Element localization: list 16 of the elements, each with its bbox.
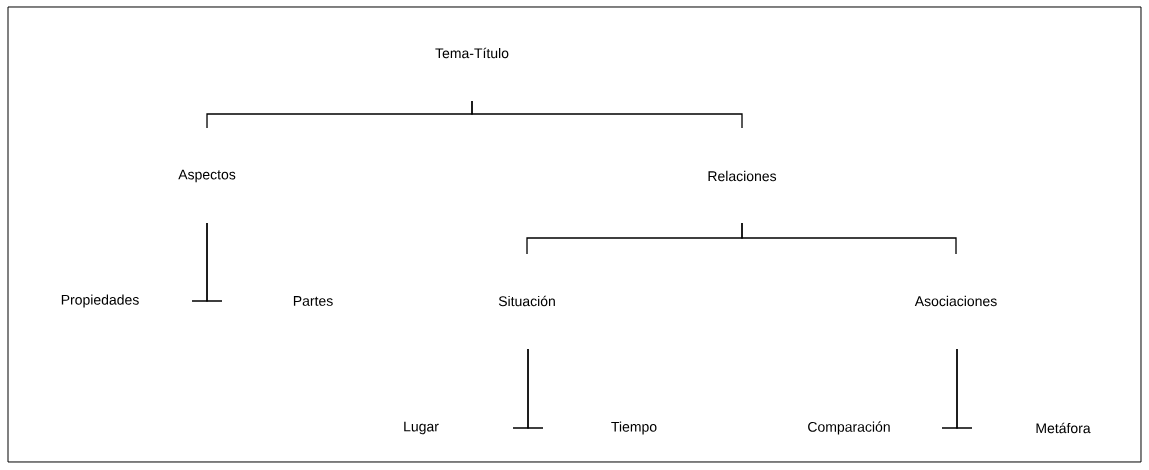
connector-line [741, 222, 957, 255]
node-label: Comparación [808, 421, 890, 435]
node-label: Propiedades [61, 294, 139, 308]
node-label: Tema-Título [435, 47, 509, 59]
connector-line [527, 348, 544, 429]
node-label: Lugar [404, 421, 439, 435]
node-label: Tiempo [611, 421, 657, 435]
node-label: Partes [293, 296, 333, 306]
node-label: Aspectos [178, 169, 236, 183]
node-label: Situación [498, 295, 555, 307]
node-label: Asociaciones [914, 295, 997, 307]
connector-line [471, 100, 743, 129]
node-label: Metáfora [1036, 422, 1091, 434]
node-label: Relaciones [708, 170, 777, 182]
connector-line [206, 222, 223, 302]
connector-line [956, 348, 973, 429]
